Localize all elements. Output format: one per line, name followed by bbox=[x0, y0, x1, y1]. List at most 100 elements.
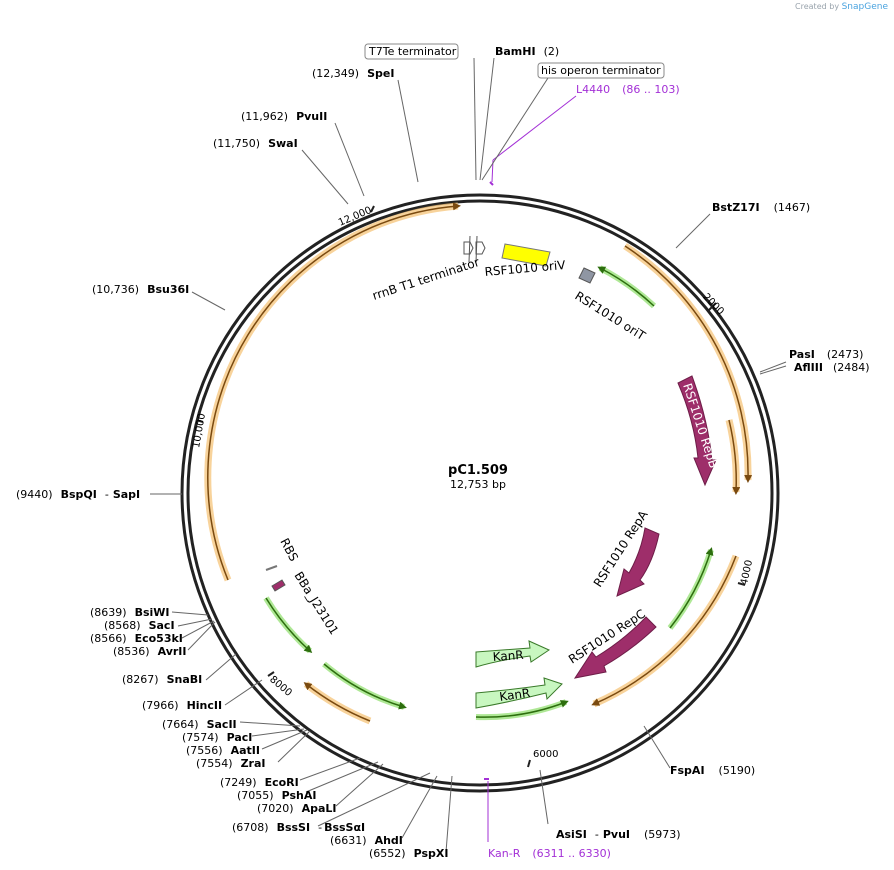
site-aatii-pos: (7556) bbox=[186, 744, 223, 757]
site-pvuii-name: PvuII bbox=[296, 110, 327, 123]
orf-arc-large bbox=[204, 202, 459, 582]
repb-arrow bbox=[677, 375, 717, 487]
tick-label-4000: 4000 bbox=[739, 559, 755, 586]
site-pspxi: (6552) PspXI bbox=[369, 847, 448, 860]
site-sacii: (7664) SacII bbox=[162, 718, 237, 731]
site-afliii-name: AflIII bbox=[794, 361, 823, 374]
site-bsu36i: (10,736)Bsu36I bbox=[92, 283, 189, 296]
kanr-label-1: KanR bbox=[492, 648, 524, 664]
site-paci: (7574)PacI bbox=[182, 731, 252, 744]
site-fspai-name: FspAI bbox=[670, 764, 705, 777]
site-bsssi-name: BssSI bbox=[277, 821, 311, 834]
rrnb-label: rrnB T1 terminator bbox=[371, 255, 482, 303]
site-bsiwi: (8639)BsiWI bbox=[90, 606, 170, 619]
rep-genes bbox=[573, 375, 717, 679]
snapgene-logo: SnapGene bbox=[841, 2, 888, 12]
oriv-feature bbox=[501, 243, 551, 267]
green-arc-right-line bbox=[669, 547, 714, 629]
site-bamhi-pos: (2) bbox=[544, 45, 560, 58]
green-arcs bbox=[263, 265, 714, 721]
site-spei-name: SpeI bbox=[367, 67, 394, 80]
green-arc-bottom-line bbox=[475, 700, 569, 718]
backbone-outer bbox=[180, 193, 780, 793]
tick-label-12000: 12,000 bbox=[337, 205, 374, 229]
site-bspqi-name2: SapI bbox=[113, 488, 140, 501]
green-arc-left bbox=[263, 596, 313, 654]
green-arc-top-right-line bbox=[597, 266, 655, 307]
repc-arrow bbox=[573, 616, 657, 679]
site-apali-pos: (7020) bbox=[257, 802, 294, 815]
tick-marks bbox=[195, 205, 746, 768]
site-eco53ki-pos: (8566) bbox=[90, 632, 127, 645]
primer-kanr-range: (6311 .. 6330) bbox=[532, 847, 611, 860]
site-eco53ki-name: Eco53kI bbox=[135, 632, 183, 645]
site-bstz17i: BstZ17I(1467) bbox=[712, 201, 810, 214]
site-ahdi-name: AhdI bbox=[375, 834, 403, 847]
site-pasi: PasI(2473) bbox=[789, 348, 863, 361]
site-fspai: FspAI (5190) bbox=[670, 764, 755, 777]
oriv-label: RSF1010 oriV bbox=[484, 258, 567, 279]
site-pshai-name: PshAI bbox=[282, 789, 317, 802]
orf-arc-right-line bbox=[624, 245, 753, 483]
site-snabi-name: SnaBI bbox=[167, 673, 203, 686]
credit-watermark: Created by SnapGene bbox=[795, 2, 888, 12]
green-arc-left-line bbox=[265, 597, 313, 654]
site-ahdi-pos: (6631) bbox=[330, 834, 367, 847]
site-avrii-pos: (8536) bbox=[113, 645, 150, 658]
plasmid-length: 12,753 bp bbox=[450, 478, 506, 491]
plasmid-name: pC1.509 bbox=[448, 463, 508, 478]
site-sacii-pos: (7664) bbox=[162, 718, 199, 731]
primer-l4440 bbox=[489, 95, 577, 186]
site-pshai: (7055)PshAI bbox=[237, 789, 316, 802]
site-pasi-name: PasI bbox=[789, 348, 815, 361]
kanr-label-2: KanR bbox=[498, 686, 531, 704]
site-pspxi-name: PspXI bbox=[414, 847, 449, 860]
site-connectors bbox=[150, 57, 787, 853]
site-spei-pos: (12,349) bbox=[312, 67, 359, 80]
site-asisi-name2: PvuI bbox=[603, 828, 630, 841]
site-zrai-pos: (7554) bbox=[196, 757, 233, 770]
site-swai: (11,750)SwaI bbox=[213, 137, 298, 150]
site-bsu36i-pos: (10,736) bbox=[92, 283, 139, 296]
site-avrii: (8536) AvrII bbox=[113, 645, 186, 658]
site-apali: (7020) ApaLI bbox=[257, 802, 337, 815]
site-bspqi: (9440)BspQI-SapI bbox=[16, 488, 140, 501]
t7te-box bbox=[364, 43, 459, 60]
site-saci-pos: (8568) bbox=[104, 619, 141, 632]
orf-arc-small-right-line bbox=[728, 419, 741, 495]
site-pspxi-pos: (6552) bbox=[369, 847, 406, 860]
terminator-glyphs bbox=[463, 235, 486, 263]
repa-arrow bbox=[616, 527, 660, 597]
tick-label-10000: 10,000 bbox=[191, 412, 208, 448]
site-apali-name: ApaLI bbox=[302, 802, 337, 815]
site-paci-pos: (7574) bbox=[182, 731, 219, 744]
site-hincii: (7966)HincII bbox=[142, 699, 222, 712]
site-bsssi-pos: (6708) bbox=[232, 821, 269, 834]
site-saci: (8568)SacI bbox=[104, 619, 175, 632]
site-pvuii: (11,962) PvuII bbox=[241, 110, 327, 123]
primer-l4440-range: (86 .. 103) bbox=[622, 83, 680, 96]
site-eco53ki: (8566) Eco53kI bbox=[90, 632, 183, 645]
green-arc-top-right bbox=[598, 265, 657, 309]
site-swai-name: SwaI bbox=[268, 137, 298, 150]
site-pvuii-pos: (11,962) bbox=[241, 110, 288, 123]
site-avrii-name: AvrII bbox=[158, 645, 187, 658]
terminator-glyph-1 bbox=[463, 241, 474, 255]
site-sacii-name: SacII bbox=[207, 718, 237, 731]
site-bsssi-sep: - bbox=[318, 821, 322, 834]
orf-arc-lower-right-line bbox=[591, 555, 737, 706]
site-afliii: AflIII(2484) bbox=[794, 361, 870, 374]
bba-feature bbox=[271, 579, 286, 592]
site-asisi: AsiSI-PvuI(5973) bbox=[556, 828, 681, 841]
site-hincii-pos: (7966) bbox=[142, 699, 179, 712]
site-bspqi-pos: (9440) bbox=[16, 488, 53, 501]
kanr-features bbox=[475, 640, 563, 709]
site-asisi-pos: (5973) bbox=[644, 828, 681, 841]
site-fspai-pos: (5190) bbox=[719, 764, 756, 777]
orit-label: RSF1010 oriT bbox=[572, 289, 648, 344]
site-bspqi-name: BspQI bbox=[61, 488, 97, 501]
site-bsssi-name2: BssSαI bbox=[324, 821, 365, 834]
site-snabi-pos: (8267) bbox=[122, 673, 159, 686]
rbs-feature bbox=[265, 565, 278, 571]
